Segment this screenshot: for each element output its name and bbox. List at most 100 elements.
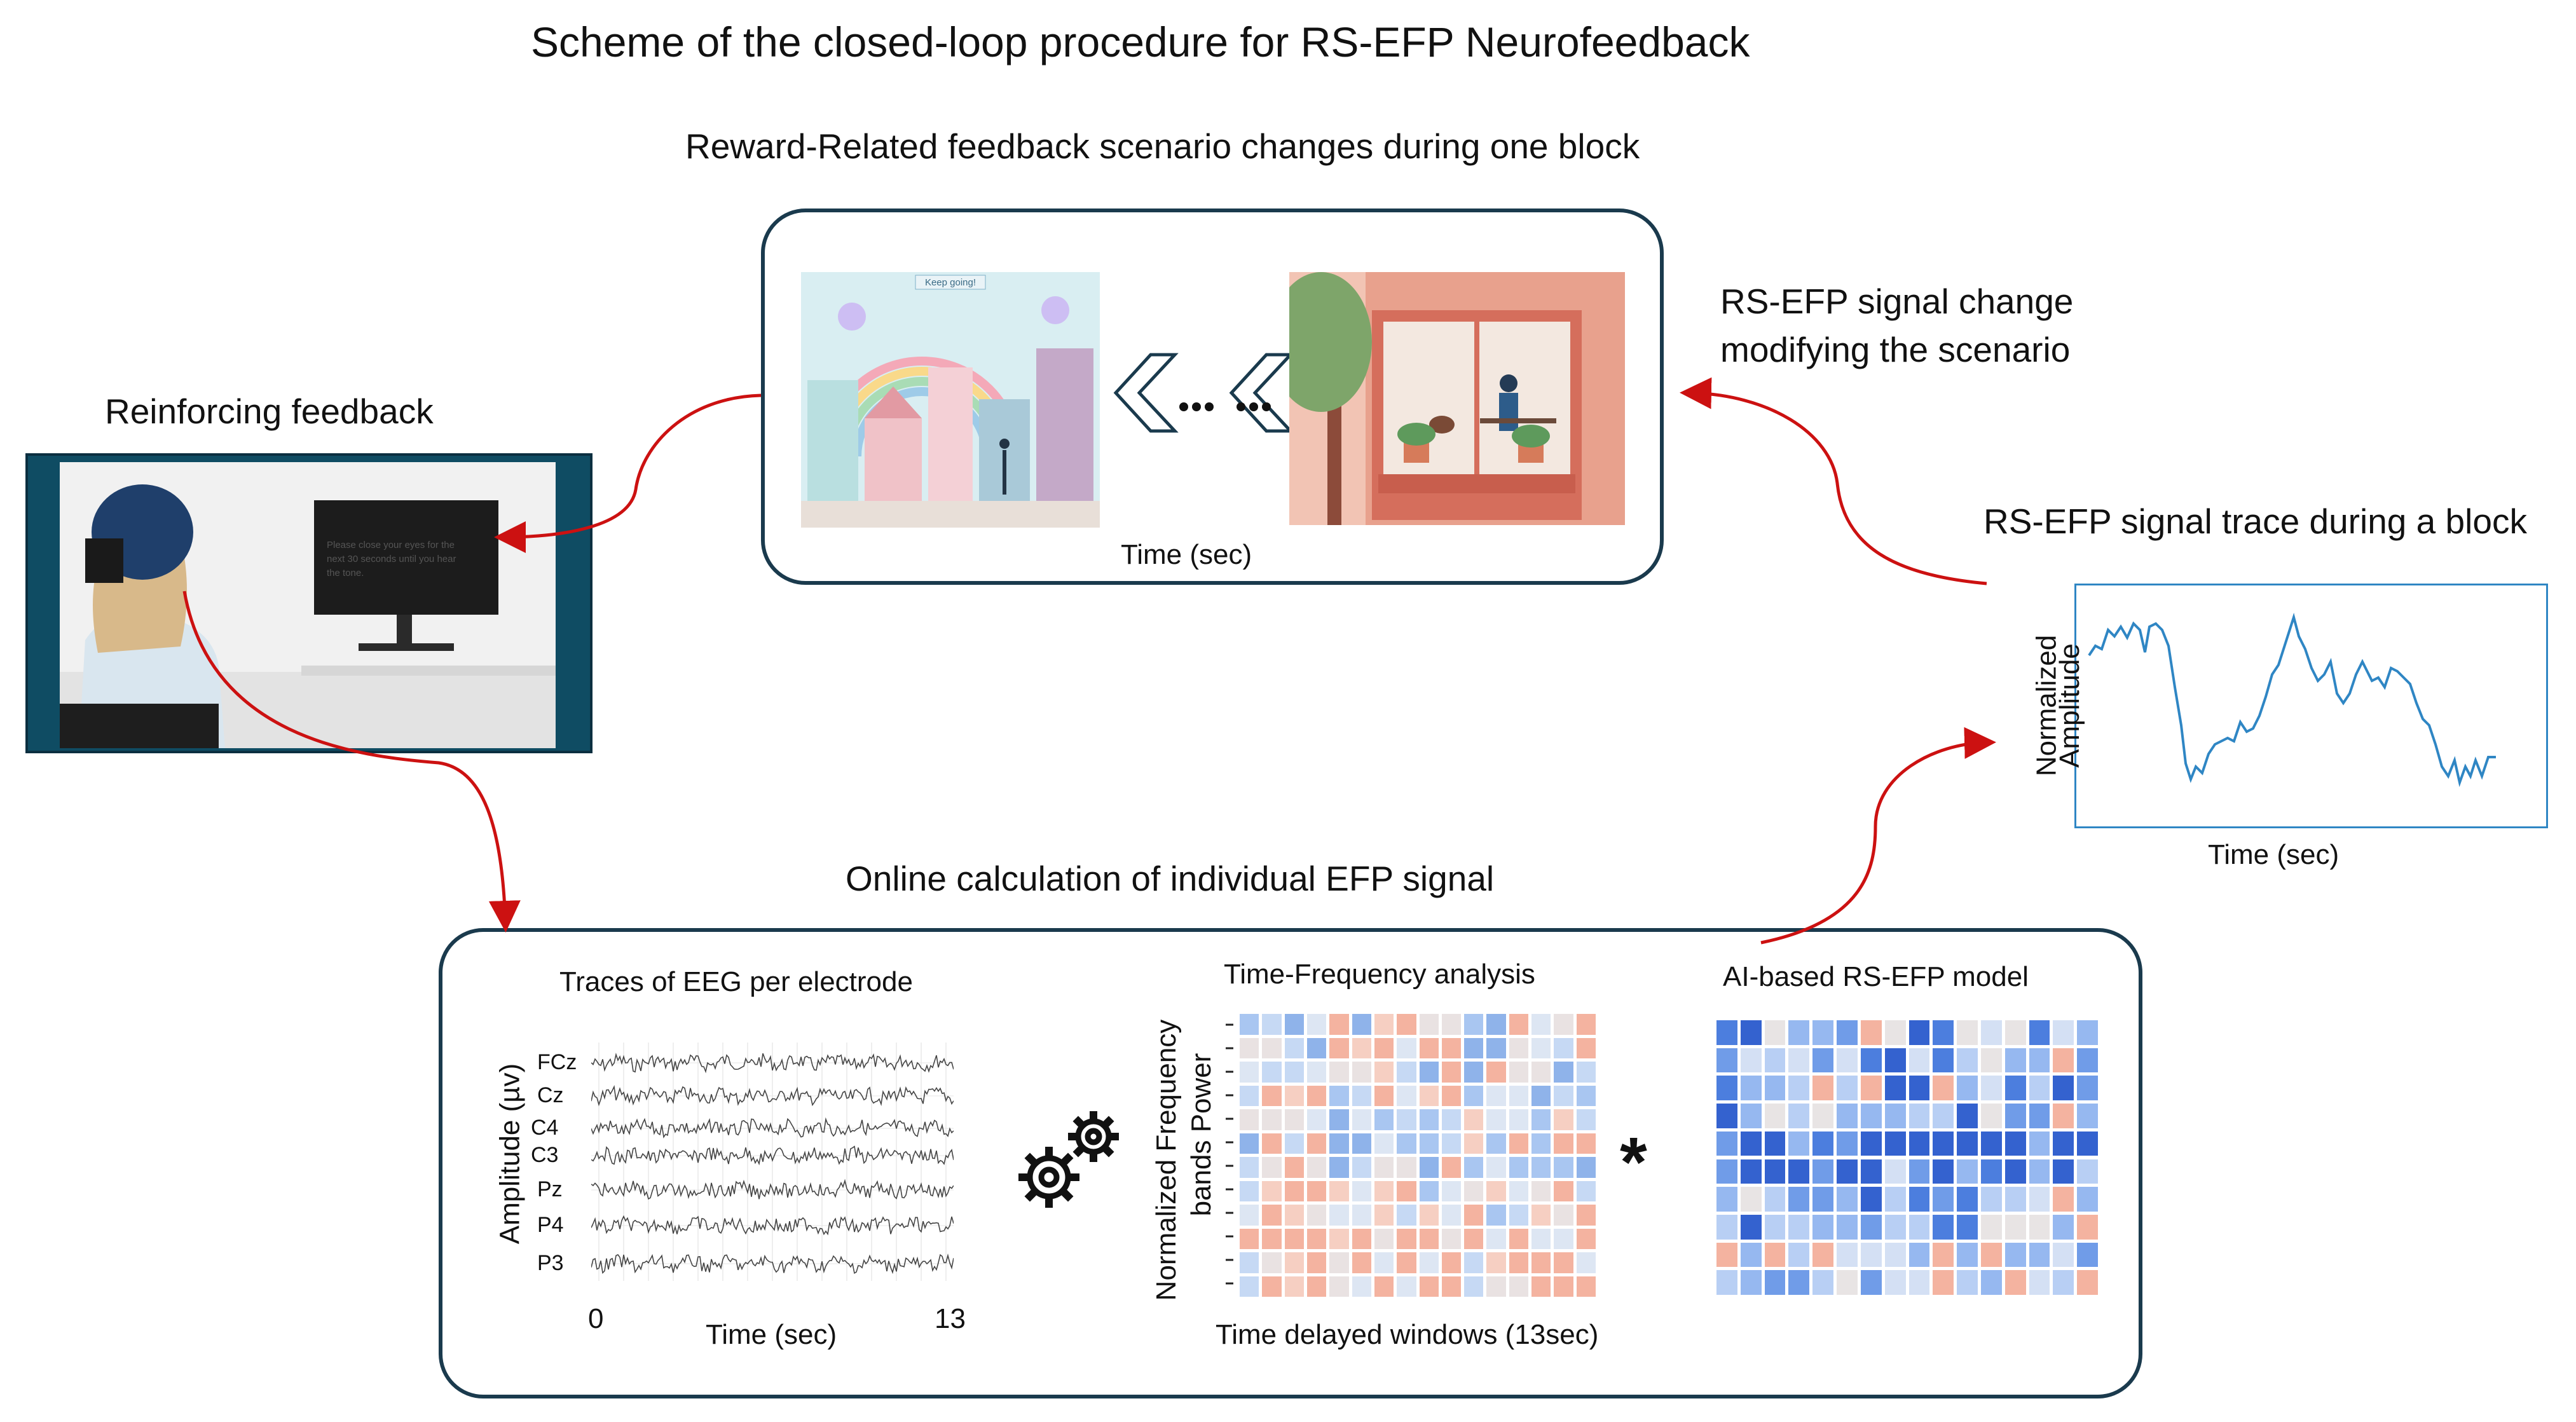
heatmap-cell: [1441, 1205, 1462, 1226]
eeg-x-start: 0: [588, 1303, 604, 1334]
heatmap-cell: [1980, 1020, 2002, 1045]
heatmap-cell: [1306, 1037, 1327, 1058]
heatmap-cell: [1740, 1242, 1762, 1268]
heatmap-cell: [1240, 1062, 1259, 1083]
heatmap-cell: [2029, 1104, 2050, 1128]
heatmap-cell: [1352, 1085, 1371, 1106]
heatmap-cell: [1788, 1131, 1810, 1156]
heatmap-cell: [1788, 1020, 1810, 1045]
electrode-label: FCz: [537, 1050, 577, 1074]
heatmap-cell: [1284, 1252, 1304, 1273]
heatmap-cell: [1262, 1180, 1282, 1201]
heatmap-cell: [1464, 1014, 1484, 1035]
heatmap-cell: [1812, 1076, 1834, 1101]
electrode-label: P4: [537, 1213, 564, 1237]
heatmap-cell: [1788, 1104, 1810, 1128]
heatmap-cell: [1262, 1228, 1282, 1249]
heatmap-cell: [1464, 1276, 1484, 1297]
heatmap-cell: [1419, 1276, 1439, 1297]
heatmap-cell: [1837, 1131, 1858, 1156]
heatmap-cell: [1576, 1252, 1596, 1273]
eeg-trace: [591, 1253, 954, 1275]
heatmap-cell: [1352, 1014, 1371, 1035]
heatmap-cell: [1933, 1104, 1954, 1128]
heatmap-cell: [1419, 1037, 1439, 1058]
heatmap-cell: [1716, 1270, 1737, 1295]
heatmap-cell: [1716, 1159, 1737, 1184]
heatmap-cell: [1262, 1205, 1282, 1226]
heatmap-cell: [1329, 1109, 1349, 1130]
heatmap-cell: [1908, 1048, 1930, 1073]
eeg-trace: [591, 1117, 954, 1138]
heatmap-cell: [1554, 1109, 1573, 1130]
heatmap-cell: [1329, 1014, 1349, 1035]
heatmap-cell: [2029, 1076, 2050, 1101]
heatmap-cell: [1262, 1109, 1282, 1130]
heatmap-cell: [1531, 1133, 1551, 1154]
heatmap-cell: [1531, 1157, 1551, 1178]
heatmap-cell: [1957, 1187, 1978, 1212]
heatmap-cell: [1764, 1131, 1786, 1156]
heatmap-cell: [1509, 1133, 1529, 1154]
heatmap-cell: [1837, 1048, 1858, 1073]
heatmap-cell: [2077, 1020, 2098, 1045]
heatmap-cell: [1262, 1157, 1282, 1178]
heatmap-cell: [1812, 1104, 1834, 1128]
heatmap-cell: [1957, 1242, 1978, 1268]
eeg-x-end: 13: [935, 1303, 966, 1334]
heatmap-cell: [1764, 1187, 1786, 1212]
heatmap-cell: [1329, 1276, 1349, 1297]
heatmap-cell: [1980, 1242, 2002, 1268]
heatmap-cell: [1441, 1252, 1462, 1273]
heatmap-cell: [1884, 1242, 1906, 1268]
heatmap-cell: [1980, 1214, 2002, 1240]
heatmap-cell: [2029, 1159, 2050, 1184]
heatmap-cell: [1397, 1133, 1416, 1154]
heatmap-cell: [1860, 1020, 1882, 1045]
heatmap-cell: [1554, 1180, 1573, 1201]
heatmap-cell: [1284, 1157, 1304, 1178]
heatmap-cell: [1306, 1252, 1327, 1273]
heatmap-cell: [1884, 1187, 1906, 1212]
heatmap-cell: [1716, 1214, 1737, 1240]
heatmap-cell: [1352, 1133, 1371, 1154]
heatmap-cell: [1837, 1159, 1858, 1184]
heatmap-cell: [1957, 1076, 1978, 1101]
heatmap-cell: [1957, 1104, 1978, 1128]
heatmap-cell: [1764, 1048, 1786, 1073]
heatmap-cell: [1262, 1252, 1282, 1273]
heatmap-cell: [1788, 1214, 1810, 1240]
heatmap-cell: [1554, 1276, 1573, 1297]
heatmap-cell: [1740, 1270, 1762, 1295]
heatmap-cell: [1284, 1062, 1304, 1083]
heatmap-cell: [1419, 1062, 1439, 1083]
heatmap-cell: [1486, 1157, 1506, 1178]
heatmap-cell: [1884, 1214, 1906, 1240]
heatmap-cell: [2004, 1076, 2026, 1101]
heatmap-cell: [1764, 1159, 1786, 1184]
heatmap-cell: [2053, 1020, 2074, 1045]
heatmap-cell: [1908, 1159, 1930, 1184]
tf-heatmap: [1240, 1014, 1596, 1297]
heatmap-cell: [1764, 1076, 1786, 1101]
heatmap-cell: [1860, 1187, 1882, 1212]
heatmap-cell: [1306, 1014, 1327, 1035]
heatmap-cell: [1531, 1228, 1551, 1249]
heatmap-cell: [1352, 1157, 1371, 1178]
heatmap-cell: [1352, 1276, 1371, 1297]
trace-panel: [2074, 584, 2548, 828]
trace-heading: RS-EFP signal trace during a block: [1983, 502, 2527, 541]
heatmap-cell: [1860, 1159, 1882, 1184]
heatmap-cell: [1554, 1133, 1573, 1154]
heatmap-cell: [2029, 1131, 2050, 1156]
heatmap-cell: [1486, 1180, 1506, 1201]
heatmap-cell: [1306, 1062, 1327, 1083]
signal-change-line1: RS-EFP signal change: [1720, 282, 2074, 321]
heatmap-cell: [2004, 1214, 2026, 1240]
heatmap-cell: [1240, 1085, 1259, 1106]
heatmap-cell: [1464, 1062, 1484, 1083]
heatmap-cell: [1329, 1205, 1349, 1226]
heatmap-cell: [2077, 1187, 2098, 1212]
heatmap-cell: [1374, 1037, 1394, 1058]
heatmap-cell: [1329, 1085, 1349, 1106]
